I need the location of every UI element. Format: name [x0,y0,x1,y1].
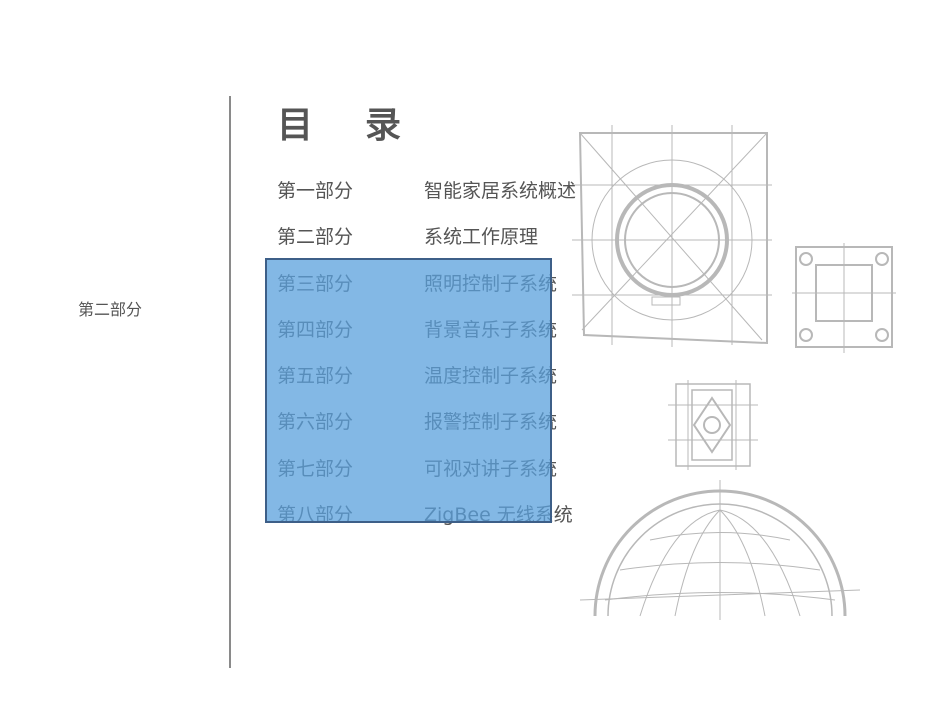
dome-sketch-icon [580,480,860,620]
toc-part-title: 系统工作原理 [424,226,539,249]
sidebar-section-label: 第二部分 [78,300,143,319]
title-char-2: 录 [365,105,402,146]
vertical-divider [229,96,231,668]
toc-part-title: 智能家居系统概述 [424,180,577,202]
page-title: 目录 [277,96,401,148]
mounting-frame-sketch-icon [792,243,896,353]
switch-mechanism-sketch-icon [668,380,758,470]
switch-plate-sketch-icon [572,125,772,347]
title-char-1: 目 [277,105,314,146]
toc-part-label: 第二部分 [277,226,354,249]
toc-part-label: 第一部分 [277,180,354,202]
selection-overlay[interactable] [265,258,552,523]
